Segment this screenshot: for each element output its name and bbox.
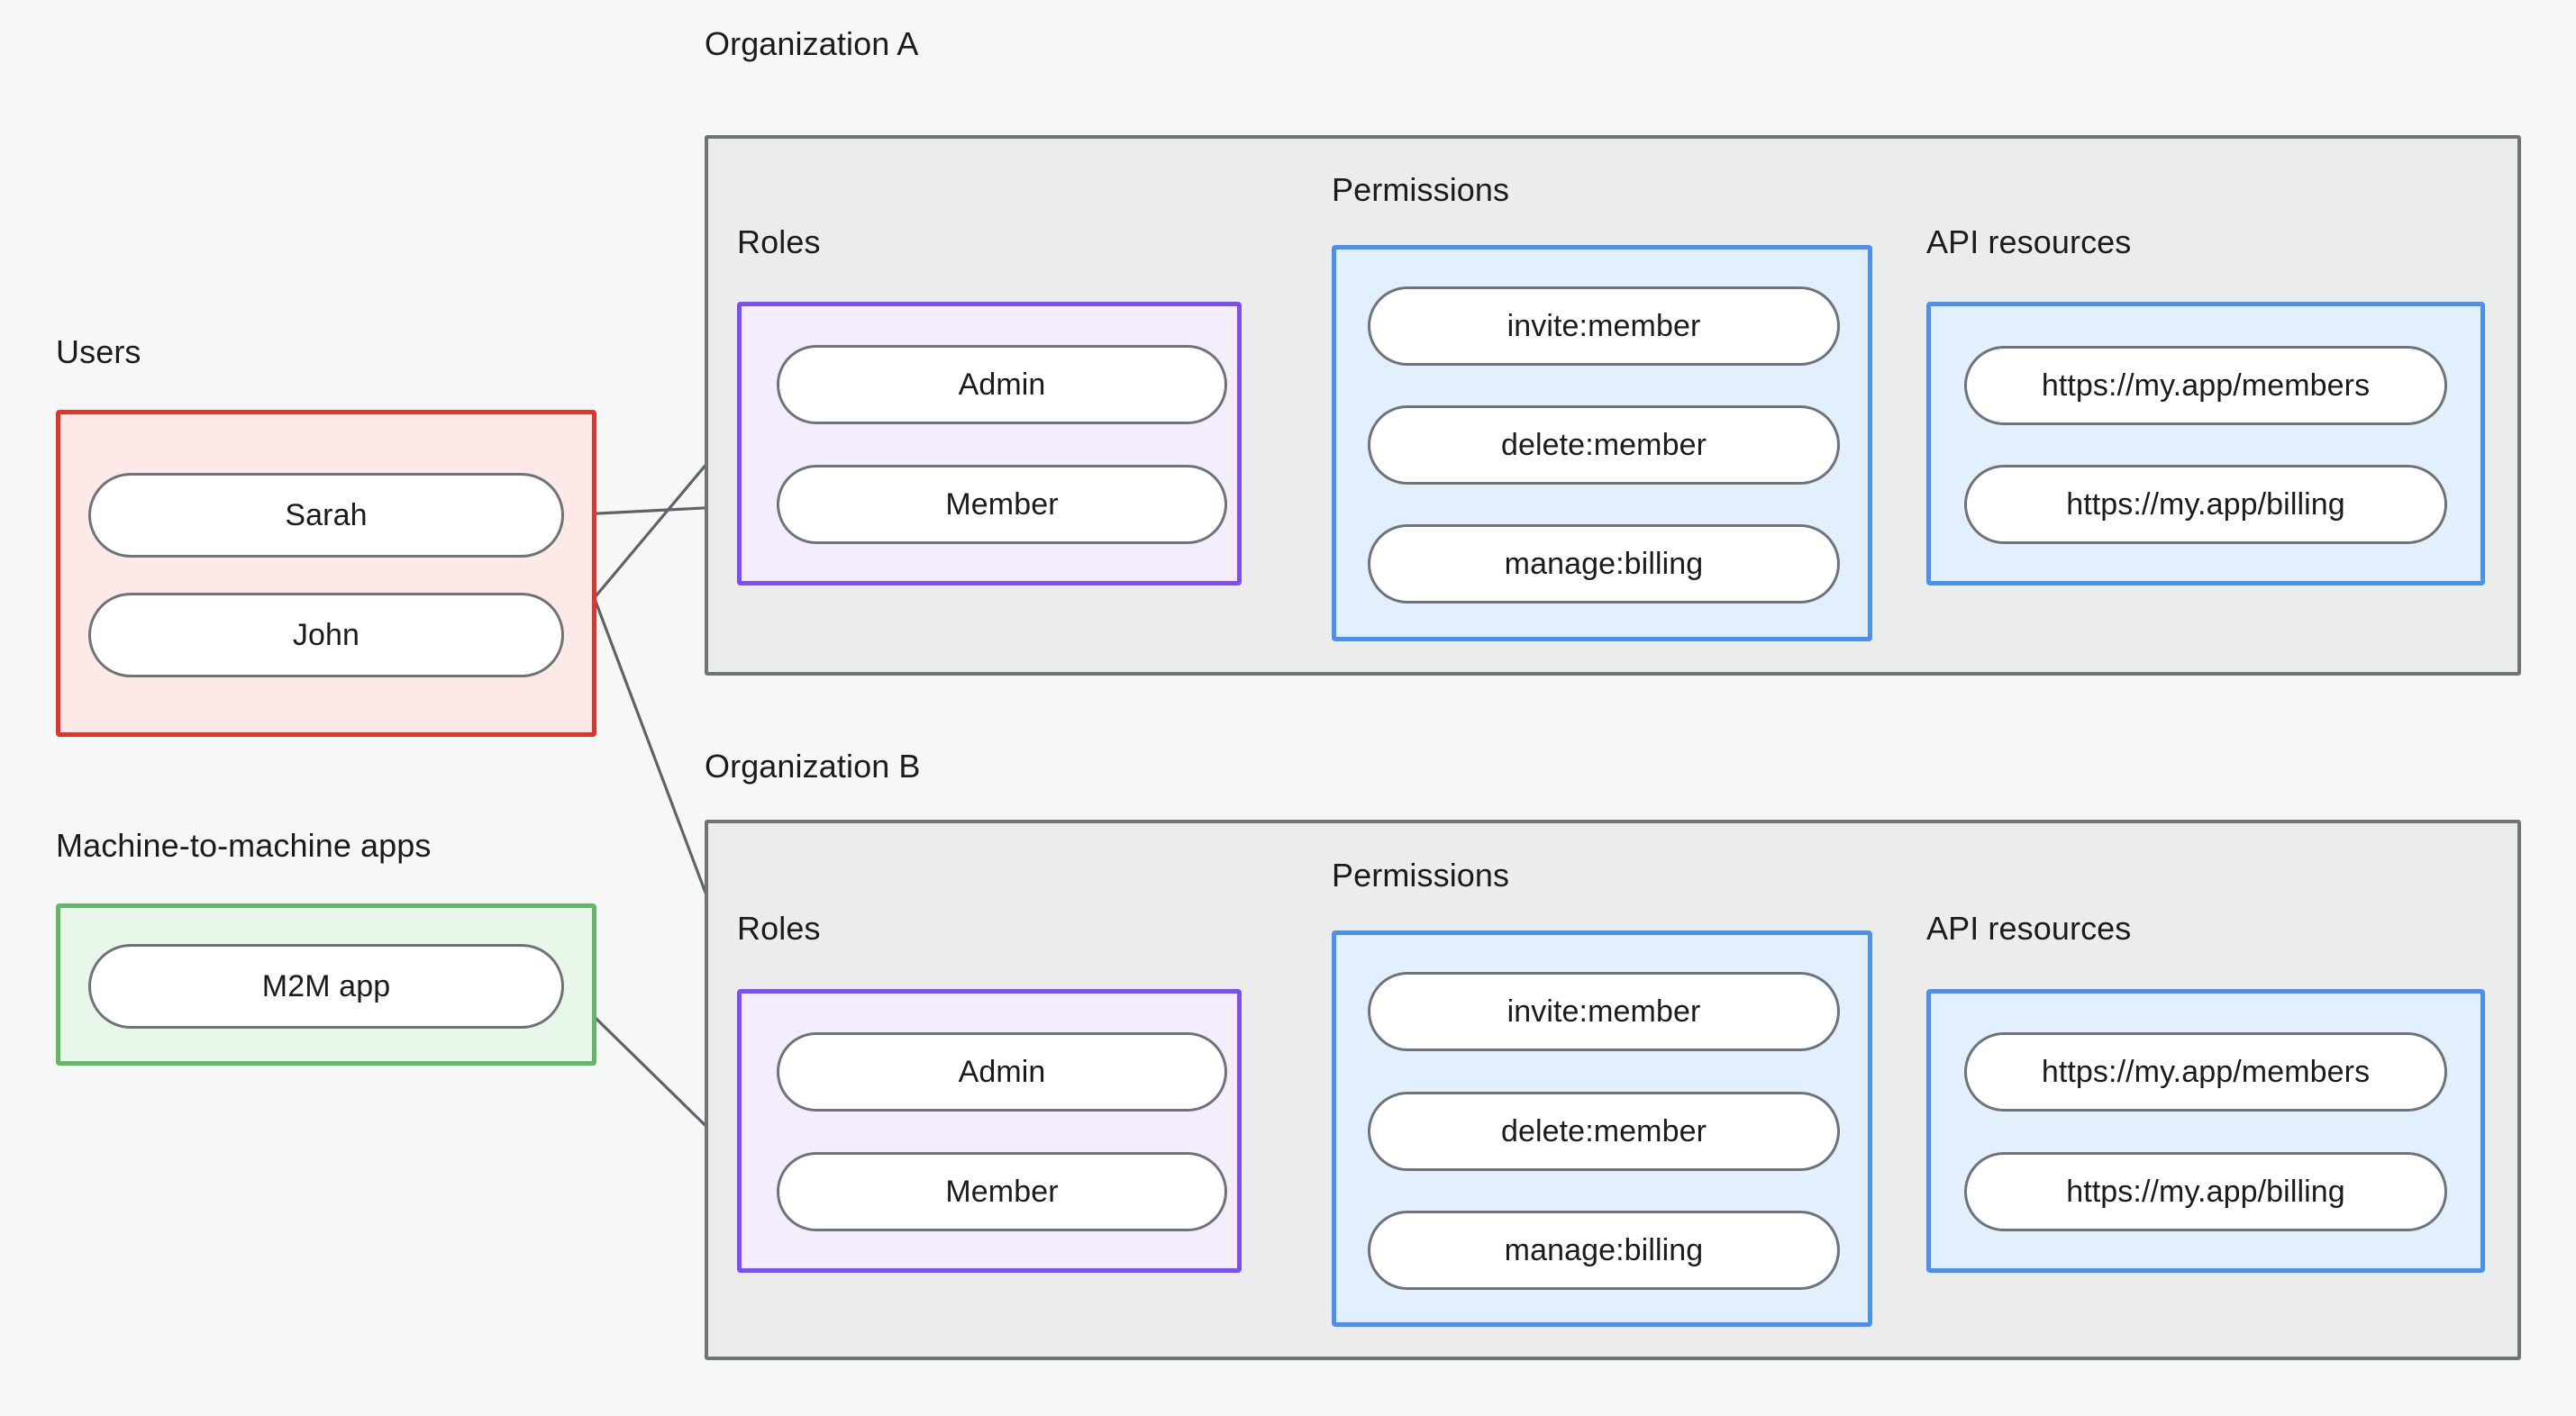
user-node-sarah[interactable]: Sarah xyxy=(88,473,564,558)
api-resource-node-a-billing[interactable]: https://my.app/billing xyxy=(1964,465,2447,544)
role-node-a-admin[interactable]: Admin xyxy=(777,345,1227,424)
m2m-caption: Machine-to-machine apps xyxy=(56,827,432,864)
permission-node-a-delete[interactable]: delete:member xyxy=(1368,405,1840,485)
permission-node-b-billing[interactable]: manage:billing xyxy=(1368,1211,1840,1290)
org-b-api-caption: API resources xyxy=(1926,910,2132,947)
role-node-b-admin[interactable]: Admin xyxy=(777,1032,1227,1112)
permission-node-a-billing[interactable]: manage:billing xyxy=(1368,524,1840,604)
role-node-b-member[interactable]: Member xyxy=(777,1152,1227,1231)
users-caption: Users xyxy=(56,333,141,370)
api-resource-node-b-billing[interactable]: https://my.app/billing xyxy=(1964,1152,2447,1231)
org-a-api-caption: API resources xyxy=(1926,223,2132,260)
permission-node-b-invite[interactable]: invite:member xyxy=(1368,972,1840,1051)
org-a-caption: Organization A xyxy=(705,25,919,62)
org-b-permissions-caption: Permissions xyxy=(1332,857,1510,894)
role-node-a-member[interactable]: Member xyxy=(777,465,1227,544)
permission-node-b-delete[interactable]: delete:member xyxy=(1368,1092,1840,1171)
org-a-roles-caption: Roles xyxy=(737,223,821,260)
org-b-caption: Organization B xyxy=(705,748,921,785)
api-resource-node-a-members[interactable]: https://my.app/members xyxy=(1964,346,2447,425)
permission-node-a-invite[interactable]: invite:member xyxy=(1368,286,1840,366)
api-resource-node-b-members[interactable]: https://my.app/members xyxy=(1964,1032,2447,1112)
users-group xyxy=(56,410,596,737)
user-node-john[interactable]: John xyxy=(88,593,564,677)
org-a-permissions-caption: Permissions xyxy=(1332,171,1510,208)
org-b-roles-caption: Roles xyxy=(737,910,821,947)
m2m-node-app[interactable]: M2M app xyxy=(88,944,564,1029)
